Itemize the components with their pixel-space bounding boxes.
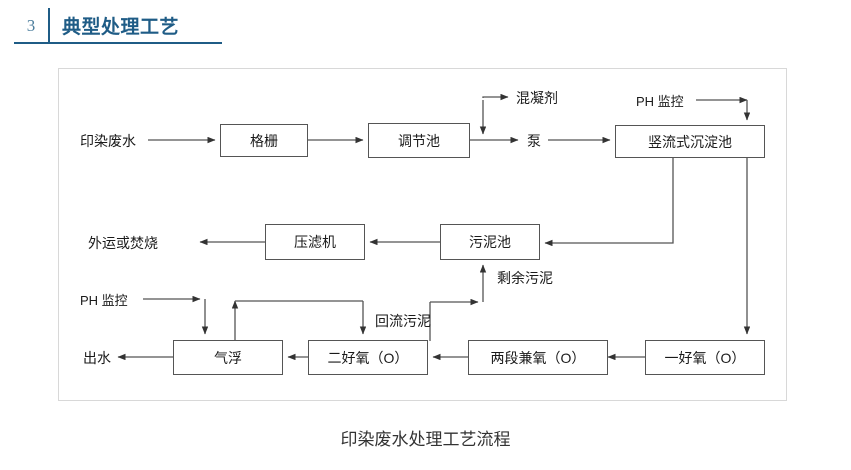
label-excess-sludge: 剩余污泥 — [497, 270, 553, 286]
label-influent: 印染废水 — [80, 133, 136, 149]
node-regulating-tank[interactable]: 调节池 — [368, 123, 470, 158]
page-title: 典型处理工艺 — [62, 16, 180, 38]
figure-caption: 印染废水处理工艺流程 — [340, 430, 511, 449]
label-haul-or-burn: 外运或焚烧 — [88, 235, 158, 251]
label-return-sludge: 回流污泥 — [375, 313, 431, 329]
node-sludge-tank[interactable]: 污泥池 — [440, 224, 540, 260]
label-coagulant: 混凝剂 — [516, 90, 558, 106]
node-filter-press[interactable]: 压滤机 — [265, 224, 365, 260]
label-pump: 泵 — [527, 133, 541, 149]
label-ph-monitor-top: PH 监控 — [636, 94, 684, 109]
header-divider — [48, 8, 50, 42]
node-grating[interactable]: 格栅 — [220, 124, 308, 157]
node-aerobic-1[interactable]: 一好氧（O） — [645, 340, 765, 375]
node-air-flotation[interactable]: 气浮 — [173, 340, 283, 375]
node-aerobic-2[interactable]: 二好氧（O） — [308, 340, 428, 375]
section-header: 3 典型处理工艺 — [14, 8, 222, 44]
node-settling-tank[interactable]: 竖流式沉淀池 — [615, 125, 765, 158]
node-anoxic-two-stage[interactable]: 两段兼氧（O） — [468, 340, 608, 375]
label-effluent: 出水 — [83, 350, 111, 366]
label-ph-monitor-left: PH 监控 — [80, 293, 128, 308]
section-number: 3 — [26, 15, 36, 35]
